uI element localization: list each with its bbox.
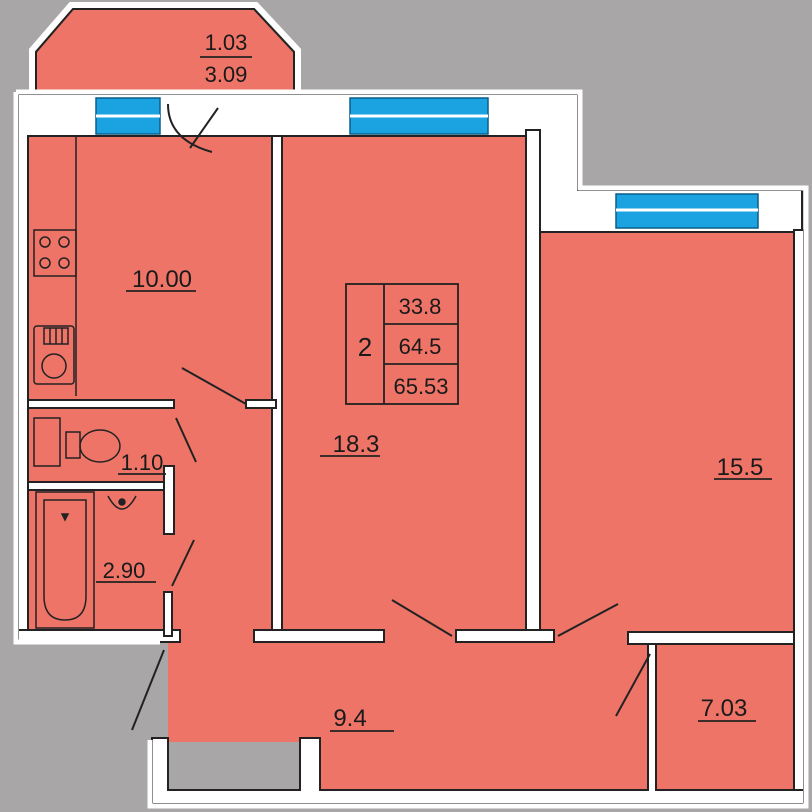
toilet-tank: [33, 417, 61, 467]
storage-area: [652, 644, 794, 790]
hallway-area: [168, 408, 648, 790]
balcony-area: [36, 8, 294, 96]
bedroom-area-label: 15.5: [717, 454, 764, 481]
total-area-label: 64.5: [399, 334, 442, 359]
wall-hall-left: [163, 591, 173, 637]
toilet-icon: [33, 417, 121, 467]
hallway-area-label: 9.4: [333, 705, 366, 732]
rooms-count-label: 2: [358, 332, 372, 362]
washbasin-icon: [107, 495, 137, 510]
toilet-area-label: 1.10: [121, 450, 164, 475]
living-area-label: 33.8: [399, 294, 442, 319]
door-balcony-swing: [167, 103, 213, 153]
total-area-with-balcony-label: 65.53: [393, 374, 448, 399]
outer-border-left: [13, 92, 160, 645]
outer-border-top: [16, 89, 809, 809]
doors: [131, 103, 651, 731]
door-toilet-leaf: [175, 417, 197, 463]
wall-bath-right: [163, 465, 175, 535]
room-fills: [28, 8, 802, 790]
bathtub-outer: [35, 491, 95, 629]
balcony-area-full-label: 3.09: [205, 62, 248, 87]
washbasin-drain: [118, 498, 126, 506]
window-lines: [96, 114, 758, 212]
living-room-area: [282, 136, 528, 636]
living-room-area-label: 18.3: [333, 431, 380, 458]
storage-area-label: 7.03: [701, 695, 748, 722]
stove-burner-3: [39, 257, 51, 269]
balcony-area-label: 1.03: [205, 30, 248, 55]
info-table-outline: [345, 283, 459, 405]
bathtub-inner: [43, 499, 87, 621]
partition-kitchen-living: [271, 135, 283, 637]
wall-right: [793, 229, 805, 801]
wall-toilet-top: [27, 399, 175, 409]
bedroom-area: [540, 230, 802, 636]
door-bath-leaf: [171, 539, 195, 587]
toilet-bowl: [79, 429, 121, 463]
door-bedroom-leaf: [557, 603, 619, 637]
labels: 1.03 3.09 10.00 2 33.8 64.5 65.53 18.3 1…: [96, 30, 772, 732]
wall-kitchen-stub: [245, 399, 277, 409]
sink-bowl: [41, 353, 67, 379]
partition-living-bedroom: [525, 129, 541, 637]
sink-icon: [33, 325, 75, 385]
balcony-outline-inner: [35, 8, 295, 96]
bathtub-icon: [35, 491, 95, 629]
sink-body: [33, 325, 75, 385]
wall-bottom-living: [253, 629, 385, 643]
wall-bath-top: [27, 481, 169, 491]
wall-bottom-mid: [455, 629, 555, 643]
bathroom-area: [28, 484, 178, 632]
door-living-leaf: [391, 599, 453, 637]
stove-burner-2: [58, 236, 70, 248]
apartment-info-table: [345, 283, 459, 405]
bathtub-drain: [60, 513, 70, 522]
washbasin-bowl: [107, 495, 137, 510]
stove-burner-1: [39, 236, 51, 248]
outer-border: [13, 89, 809, 809]
kitchen-area: [28, 136, 278, 408]
stove-burner-4: [58, 257, 70, 269]
kitchen-area-label: 10.00: [132, 266, 192, 293]
door-kitchen-leaf: [181, 367, 247, 405]
door-balcony-leaf: [189, 107, 219, 149]
door-storage-leaf: [615, 653, 651, 717]
door-entrance-leaf: [131, 649, 165, 731]
bathroom-area-label: 2.90: [103, 558, 146, 583]
balcony-outline: [29, 2, 301, 96]
wall-bottom-storage: [627, 631, 805, 645]
